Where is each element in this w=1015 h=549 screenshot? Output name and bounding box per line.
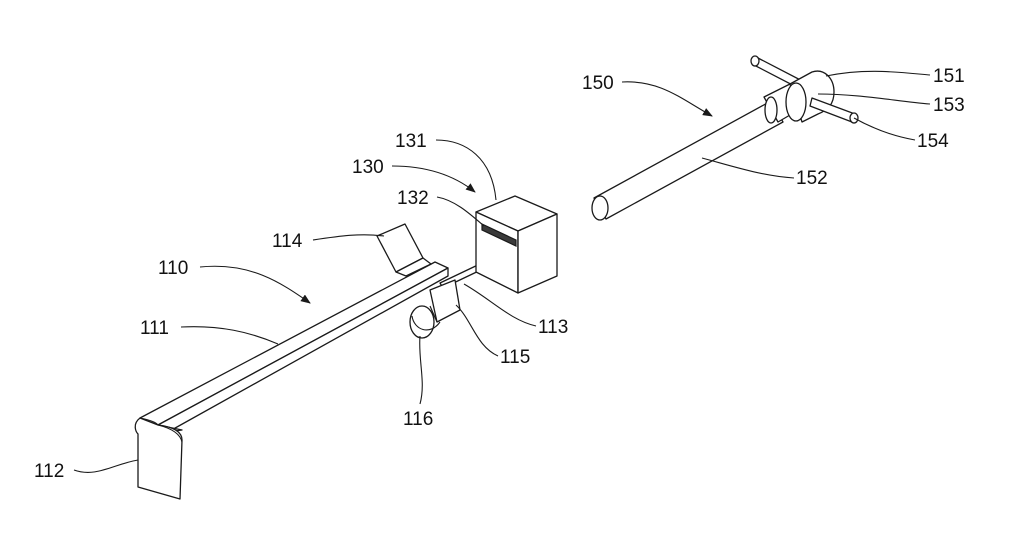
shaft-152 [594,101,783,219]
label-152: 152 [796,168,828,189]
label-113: 113 [538,317,568,338]
label-110: 110 [158,258,188,279]
bent-end-112 [135,418,182,499]
label-114: 114 [272,231,303,252]
label-153: 153 [933,95,965,116]
bar-front-face [158,268,448,432]
label-154: 154 [917,131,949,152]
label-150: 150 [582,73,614,94]
label-151: 151 [933,66,965,87]
shaft-end-opening [592,196,608,220]
bar-top-face-111 [140,262,448,425]
label-131: 131 [395,131,427,152]
label-111: 111 [140,318,169,339]
block-130 [476,196,557,293]
label-130: 130 [352,157,384,178]
label-112: 112 [34,461,64,482]
label-115: 115 [500,347,530,368]
label-132: 132 [397,188,429,209]
label-116: 116 [403,409,433,430]
tool-150 [592,56,858,220]
